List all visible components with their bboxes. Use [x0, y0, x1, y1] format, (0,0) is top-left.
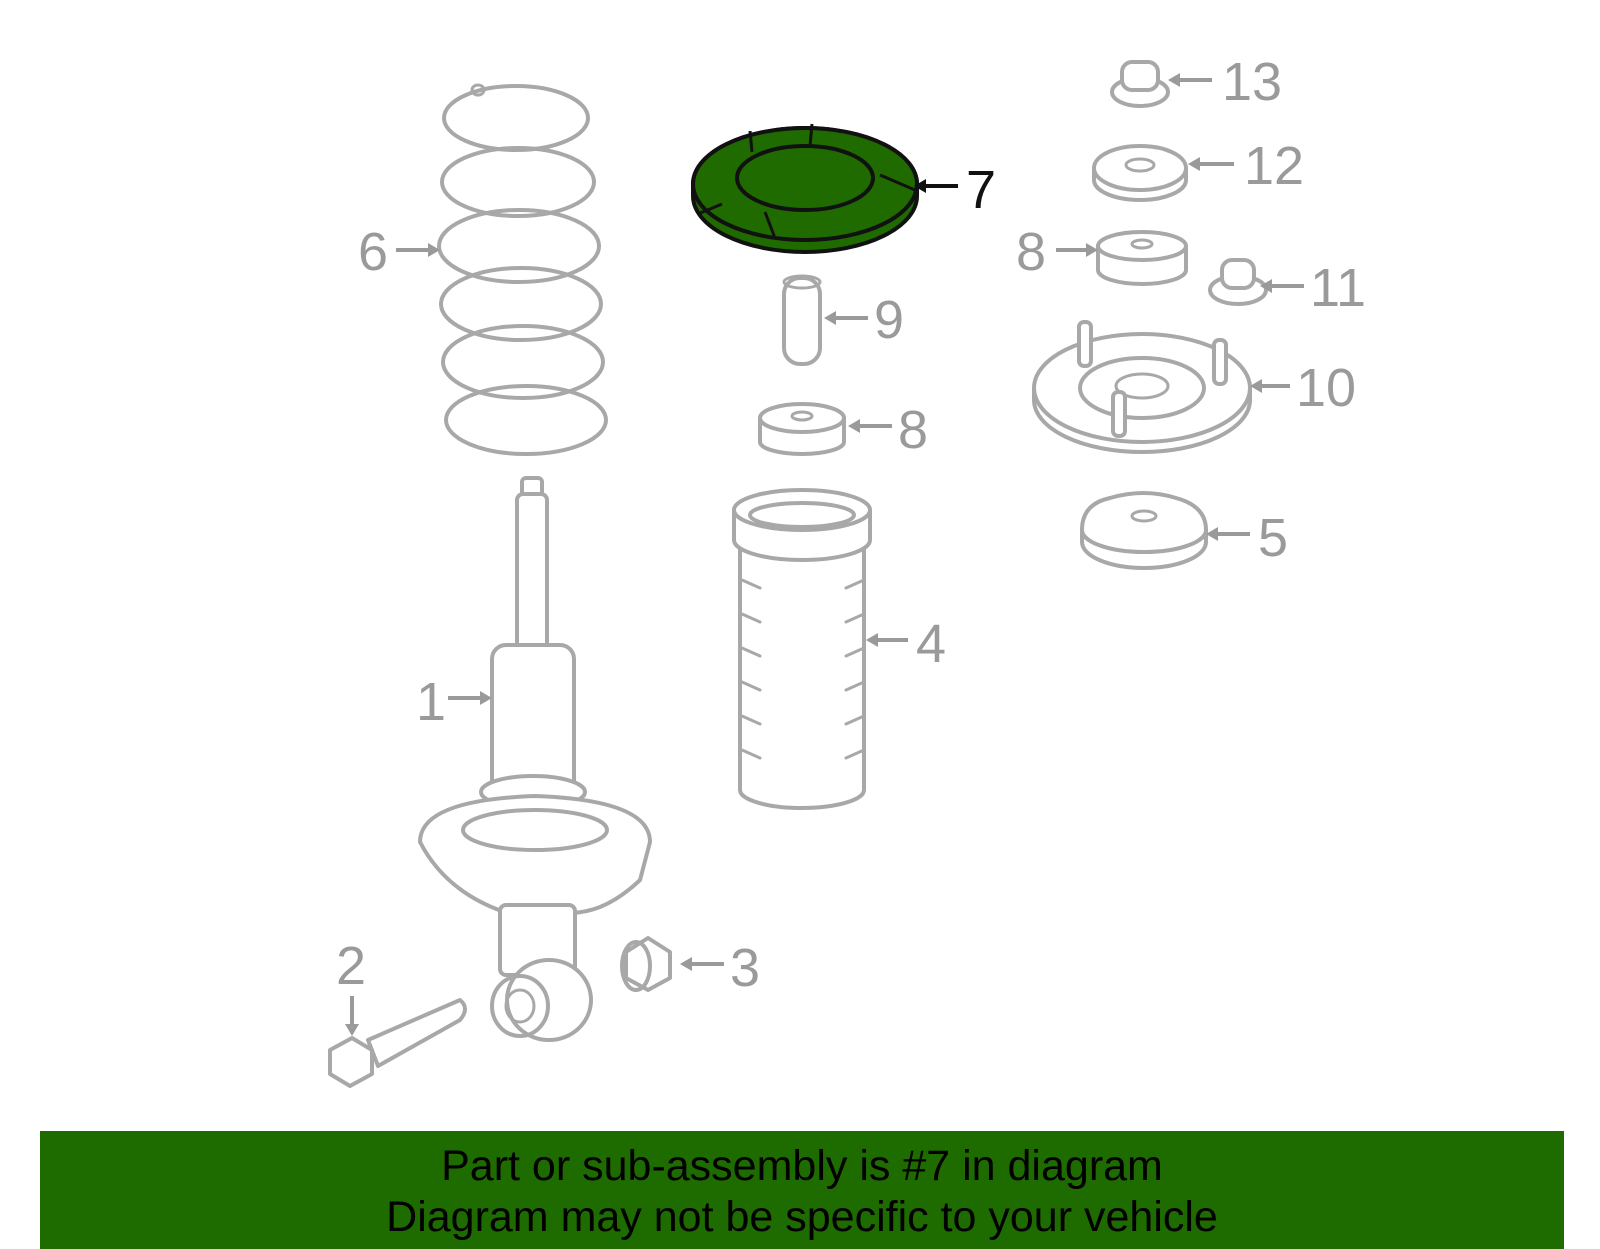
callout-5: 5	[1258, 508, 1288, 568]
bump-stopper-part-right	[1096, 230, 1188, 286]
nut-part	[620, 936, 672, 992]
top-nut-part	[1208, 258, 1268, 306]
spring-seat-part-highlighted	[691, 123, 919, 254]
callout-3: 3	[730, 938, 760, 998]
callout-13: 13	[1222, 52, 1282, 112]
strut-assembly-part	[418, 476, 652, 1042]
cap-part	[1110, 60, 1170, 108]
lower-spring-seat-part	[1080, 491, 1208, 570]
callout-2: 2	[336, 936, 366, 996]
coil-spring-part	[437, 83, 608, 456]
callout-4: 4	[916, 614, 946, 674]
callout-8-center: 8	[898, 400, 928, 460]
strut-mount-part	[1032, 320, 1252, 454]
callout-11: 11	[1310, 258, 1366, 318]
callout-1: 1	[416, 672, 446, 732]
callout-12: 12	[1244, 136, 1304, 196]
callout-7: 7	[966, 160, 996, 220]
bump-tube-part	[782, 274, 822, 366]
bump-stopper-part-center	[758, 402, 846, 456]
callout-6: 6	[358, 222, 388, 282]
bolt-part	[328, 998, 467, 1088]
washer-part	[1092, 144, 1188, 202]
callout-10: 10	[1296, 358, 1356, 418]
suspension-parts-diagram: 13 12 7 8 11 6 9 10 8 5 4 1 2 3	[328, 52, 1366, 1088]
dust-boot-part	[732, 488, 872, 810]
callout-9: 9	[874, 290, 904, 350]
banner-line-1: Part or sub-assembly is #7 in diagram	[441, 1142, 1163, 1190]
info-banner: Part or sub-assembly is #7 in diagram Di…	[40, 1131, 1564, 1249]
callout-8-right: 8	[1016, 222, 1046, 282]
banner-line-2: Diagram may not be specific to your vehi…	[386, 1193, 1218, 1241]
